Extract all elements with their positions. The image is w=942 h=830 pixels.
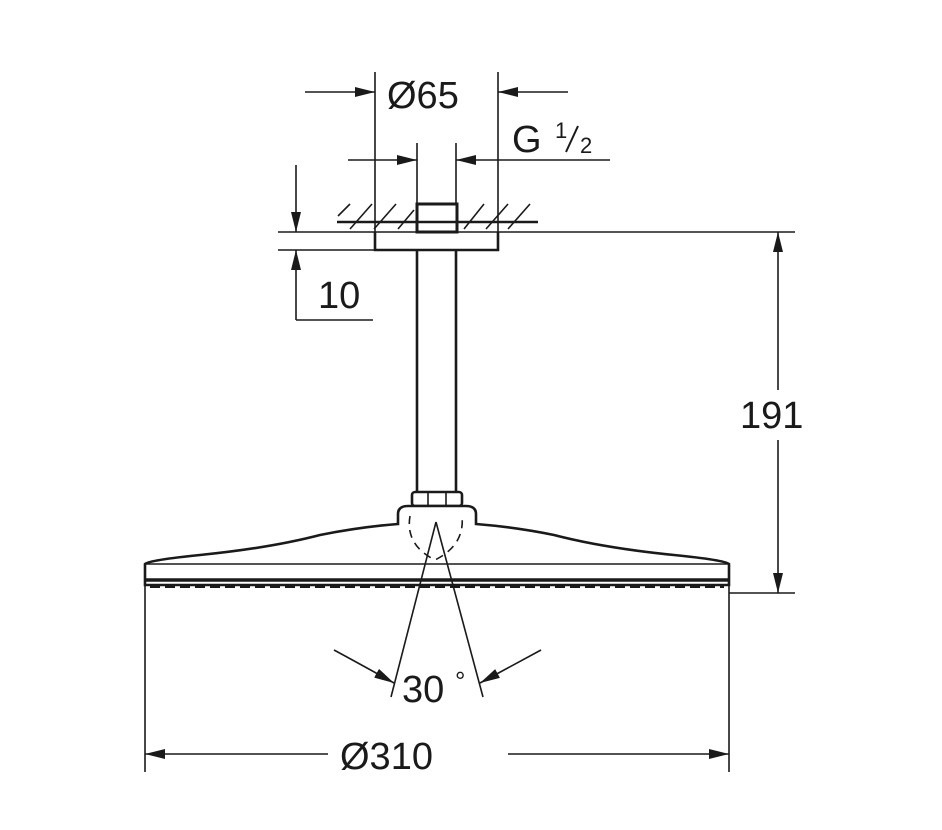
thread-dimension: G 1 2: [348, 118, 610, 205]
spray-angle-label: 30: [402, 669, 444, 711]
svg-text:1: 1: [555, 118, 567, 143]
thread-label: G: [512, 119, 542, 161]
flange-diameter-dimension: Ø65: [305, 72, 568, 232]
svg-text:2: 2: [580, 133, 592, 158]
total-height-dimension: 191: [729, 232, 803, 594]
swivel-nut: [410, 490, 464, 508]
svg-text:°: °: [455, 666, 465, 696]
flange-thickness-dimension: 10: [278, 165, 375, 321]
ceiling-hatch: [278, 203, 795, 233]
ceiling-flange: [373, 202, 500, 252]
total-height-label: 191: [740, 395, 803, 437]
flange-thickness-label: 10: [318, 275, 360, 317]
head-diameter-label: Ø310: [340, 736, 433, 778]
flange-diameter-label: Ø65: [387, 75, 459, 117]
head-diameter-dimension: Ø310: [144, 585, 730, 778]
shower-head: [143, 504, 731, 588]
shower-arm: [415, 250, 458, 492]
spray-angle-dimension: 30 °: [333, 521, 542, 711]
